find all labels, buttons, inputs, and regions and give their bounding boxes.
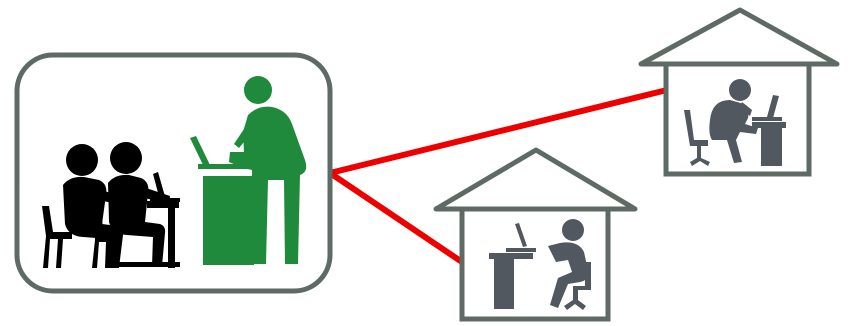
house-upper-roof	[641, 10, 837, 64]
house-upper-node	[641, 10, 837, 174]
house-lower-roof	[436, 150, 635, 209]
house-lower-node	[436, 150, 635, 319]
link-classroom-to-upper-house	[330, 90, 667, 173]
classroom-node	[17, 55, 330, 291]
link-classroom-to-lower-house	[330, 173, 462, 262]
